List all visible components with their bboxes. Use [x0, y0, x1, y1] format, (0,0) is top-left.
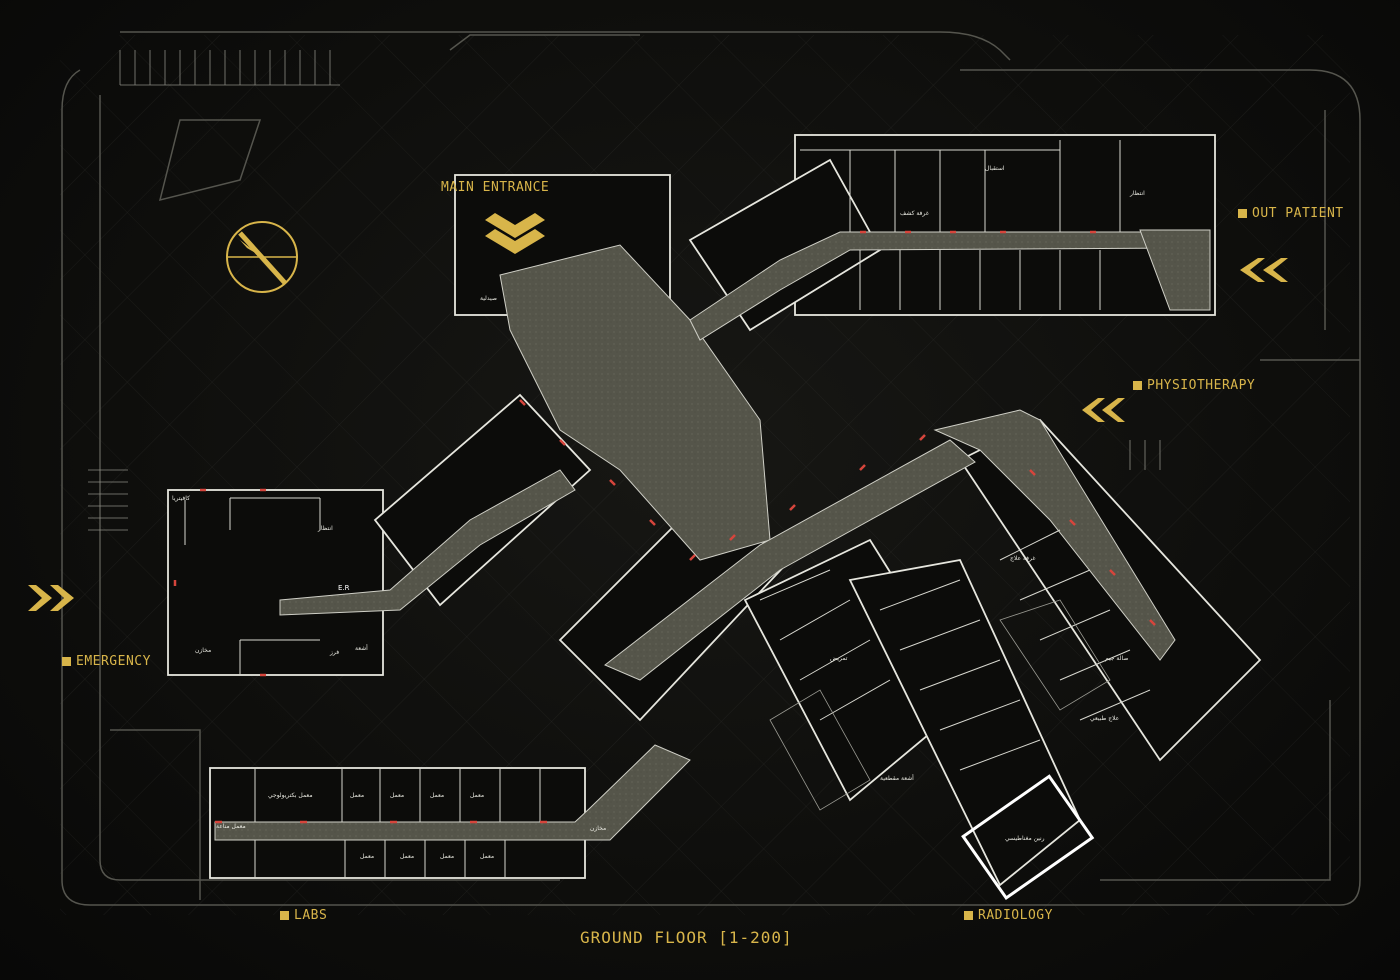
legend-square-icon	[964, 911, 973, 920]
er-room-label: E.R	[338, 584, 350, 592]
radiology-shafts	[769, 599, 1111, 811]
mri-room	[961, 774, 1095, 901]
emergency-label: EMERGENCY	[62, 654, 151, 669]
xray-label: أشعة	[355, 644, 368, 652]
out-patient-chevron-icon	[1240, 258, 1288, 282]
lab-room-label: معمل	[400, 853, 414, 860]
emergency-text: EMERGENCY	[76, 654, 151, 669]
lab-room-label: معمل	[440, 853, 454, 860]
door-markers	[173, 230, 1156, 824]
triage-label: فرز	[329, 649, 339, 656]
north-arrow-icon	[226, 221, 298, 293]
legend-square-icon	[1133, 381, 1142, 390]
main-entrance-label: MAIN ENTRANCE	[441, 180, 549, 195]
emergency-block	[167, 489, 384, 676]
physiotherapy-label: PHYSIOTHERAPY	[1133, 378, 1255, 393]
sw-corridor	[604, 439, 976, 681]
labs-text: LABS	[294, 908, 328, 923]
storage-label: مخازن	[590, 825, 606, 832]
mri-label: رنين مغناطيسي	[1005, 835, 1045, 842]
lab-room-label: معمل	[480, 853, 494, 860]
physiotherapy-chevron-icon	[1082, 398, 1125, 422]
main-entrance-text: MAIN ENTRANCE	[441, 180, 550, 195]
outpatient-corridor	[1139, 229, 1211, 311]
emergency-chevron-icon	[28, 585, 74, 611]
physio-treatment-label: علاج طبيعي	[1090, 715, 1119, 722]
physiotherapy-text: PHYSIOTHERAPY	[1147, 378, 1256, 393]
out-patient-label: OUT PATIENT	[1238, 206, 1344, 221]
legend-square-icon	[280, 911, 289, 920]
exam-room-label: غرفة كشف	[900, 210, 929, 217]
floor-plan-title: GROUND FLOOR [1-200]	[580, 928, 793, 947]
legend-square-icon	[62, 657, 71, 666]
lab-room-label: معمل	[360, 853, 374, 860]
hall-label: صالة جيم	[1105, 655, 1128, 662]
lab-room-label: معمل	[470, 792, 484, 799]
lab-room-label: معمل	[390, 792, 404, 799]
legend-square-icon	[1238, 209, 1247, 218]
lab-room-label: معمل	[350, 792, 364, 799]
parking-lot	[88, 50, 1161, 531]
treatment-room-label: غرفة علاج	[1010, 555, 1035, 562]
radiology-label: RADIOLOGY	[964, 908, 1053, 923]
east-corridor	[933, 409, 1176, 661]
building	[167, 134, 1262, 887]
lab-room-walls	[184, 140, 1151, 878]
main-entrance-chevron-icon	[485, 213, 545, 254]
radiology-ct-label: أشعة مقطعية	[880, 774, 914, 782]
bacteriology-lab-label: معمل بكتريولوجي	[268, 792, 313, 799]
labs-label: LABS	[280, 908, 327, 923]
nurses-label: تمريض	[830, 655, 848, 662]
main-hall	[499, 244, 771, 561]
waiting-label: انتظار	[1129, 190, 1145, 197]
stores-label: مخازن	[195, 647, 211, 654]
out-patient-text: OUT PATIENT	[1252, 206, 1344, 221]
site-roads	[61, 31, 1361, 906]
waiting-label: انتظار	[317, 525, 333, 532]
immunology-lab-label: معمل مناعة	[216, 823, 246, 830]
cafeteria-label: كافيتريا	[172, 495, 190, 502]
lab-room-label: معمل	[430, 792, 444, 799]
pharmacy-label: صيدلية	[480, 295, 497, 302]
corridors	[214, 229, 1211, 841]
labs-corridor	[214, 744, 691, 841]
radiology-text: RADIOLOGY	[978, 908, 1053, 923]
er-corridor	[279, 469, 576, 616]
reception-label: استقبال	[985, 165, 1005, 172]
